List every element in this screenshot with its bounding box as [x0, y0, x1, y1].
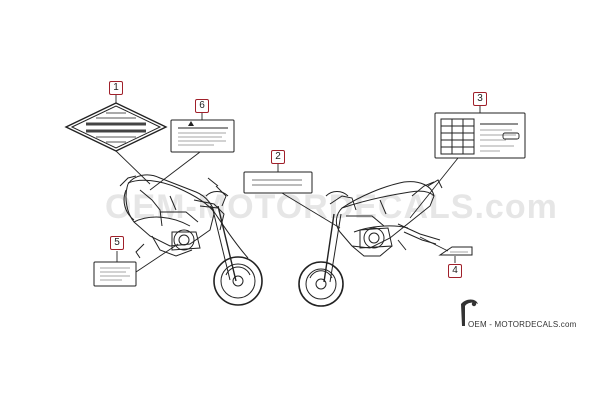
label-2-rectangle	[243, 171, 313, 194]
label-4-tag	[438, 246, 473, 256]
watermark-text: OEM-MOTORDECALS.com	[105, 188, 558, 226]
leader-lines	[115, 95, 481, 273]
callout-5: 5	[110, 236, 124, 250]
callout-3: 3	[473, 92, 487, 106]
brand-text: OEM - MOTORDECALS.com	[468, 320, 577, 329]
label-5-rectangle	[93, 261, 137, 287]
label-6-warning	[170, 119, 235, 153]
right-motorcycle	[298, 179, 443, 307]
left-motorcycle	[119, 174, 263, 306]
callout-1: 1	[109, 81, 123, 95]
callout-4: 4	[448, 264, 462, 278]
callout-2: 2	[271, 150, 285, 164]
callout-6: 6	[195, 99, 209, 113]
brand-logo-icon	[461, 299, 478, 326]
label-1-diamond-logo	[64, 102, 168, 152]
label-3-spec-table	[434, 112, 526, 159]
